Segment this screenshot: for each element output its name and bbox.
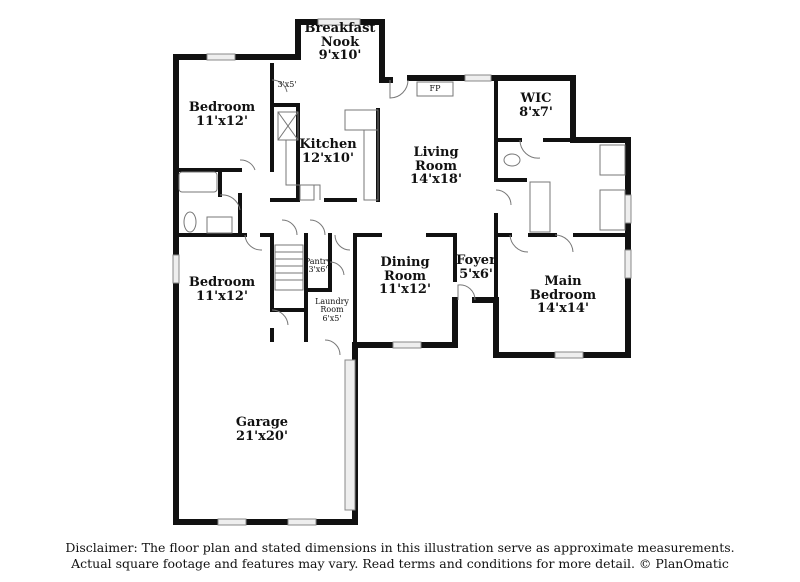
room-size: 21'x20'	[236, 428, 288, 444]
room-name: Foyer	[456, 253, 496, 268]
front-door-icon	[457, 284, 476, 301]
door-icon	[281, 219, 298, 236]
room-name: Bedroom	[188, 275, 256, 290]
window	[624, 249, 632, 279]
room-size: 11'x12'	[379, 282, 431, 298]
door-icon	[329, 261, 345, 276]
sink-icon	[206, 216, 233, 234]
room-name: Bedroom	[188, 100, 256, 115]
window	[624, 194, 632, 224]
door-icon	[271, 79, 288, 93]
kitchen-sink-counter	[363, 129, 379, 201]
room-garage: Garage 21'x20'	[236, 416, 288, 443]
room-foyer: Foyer 5'x6'	[456, 254, 496, 281]
fireplace-box	[416, 81, 454, 97]
garage-door[interactable]	[344, 359, 356, 511]
door-icon	[554, 234, 574, 253]
room-size: 11'x12'	[196, 113, 248, 129]
kitchen-counter	[344, 109, 379, 131]
shower-icon	[599, 144, 626, 176]
room-size: 5'x6'	[459, 266, 493, 282]
stairs-icon	[274, 244, 304, 291]
room-size: 3'x6'	[308, 265, 328, 275]
stove-icon	[299, 184, 315, 201]
disclaimer-line-1: Disclaimer: The floor plan and stated di…	[65, 540, 735, 555]
room-name: Bedroom	[529, 287, 597, 303]
room-name: Room	[415, 158, 457, 174]
room-size: 6'x5'	[322, 313, 342, 323]
windows	[172, 18, 632, 526]
disclaimer-line-2: Actual square footage and features may v…	[71, 556, 729, 571]
room-name: Kitchen	[299, 137, 357, 152]
door-icon	[509, 234, 529, 253]
fixtures	[178, 81, 626, 511]
room-name: Main	[544, 274, 582, 289]
room-bedroom-mid: Bedroom 11'x12'	[189, 276, 255, 303]
room-name: Room	[384, 268, 426, 284]
room-laundry: Laundry Room 6'x5'	[315, 297, 349, 323]
window	[172, 254, 180, 284]
door-icon	[495, 189, 512, 206]
door-icon	[519, 139, 541, 159]
room-pantry: Pantry 3'x6'	[304, 257, 332, 275]
door-icon	[219, 194, 241, 211]
door-icon	[334, 234, 351, 251]
room-size: 9'x10'	[318, 48, 362, 64]
vanity-icon	[529, 181, 551, 233]
door-icon	[239, 159, 256, 171]
room-name: Room	[320, 305, 344, 315]
room-size: 12'x10'	[302, 150, 354, 166]
room-living-room: Living Room 14'x18'	[410, 146, 462, 187]
room-size: 11'x12'	[196, 288, 248, 304]
room-name: Nook	[320, 34, 360, 50]
room-size: 14'x18'	[410, 172, 462, 188]
bathtub-main-icon	[599, 189, 626, 231]
fp-text: FP	[429, 84, 441, 93]
room-size: 14'x14'	[537, 301, 589, 317]
room-closet: 3'x5'	[277, 80, 297, 89]
door-icon	[389, 79, 409, 99]
room-name: Laundry	[315, 297, 349, 306]
window	[287, 518, 317, 526]
fireplace-label: FP	[429, 84, 441, 93]
room-name: Garage	[235, 415, 289, 430]
door-icon	[271, 309, 289, 326]
toilet-main-icon	[503, 153, 521, 167]
door-icon	[309, 219, 326, 236]
room-name: Dining	[380, 255, 430, 270]
window	[392, 341, 422, 349]
toilet-icon	[183, 211, 197, 233]
window	[554, 351, 584, 359]
room-name: Pantry	[304, 257, 332, 266]
room-main-bedroom: Main Bedroom 14'x14'	[530, 275, 596, 316]
pantry-closet	[277, 111, 299, 141]
door-icon	[324, 339, 341, 356]
room-breakfast-nook: Breakfast Nook 9'x10'	[305, 22, 376, 63]
room-kitchen: Kitchen 12'x10'	[299, 138, 356, 165]
room-size: 8'x7'	[519, 104, 553, 120]
room-dining-room: Dining Room 11'x12'	[379, 256, 431, 297]
room-name: WIC	[520, 91, 552, 106]
bathtub-icon	[178, 171, 218, 193]
door-icon	[244, 234, 263, 251]
room-name: Breakfast	[304, 21, 376, 36]
room-name: Living	[413, 145, 459, 160]
doors	[219, 79, 574, 356]
room-size: 3'x5'	[277, 80, 297, 89]
room-bedroom-top: Bedroom 11'x12'	[189, 101, 255, 128]
window	[206, 53, 236, 61]
window	[464, 74, 492, 82]
window	[317, 18, 361, 26]
room-wic: WIC 8'x7'	[519, 92, 553, 119]
window	[217, 518, 247, 526]
